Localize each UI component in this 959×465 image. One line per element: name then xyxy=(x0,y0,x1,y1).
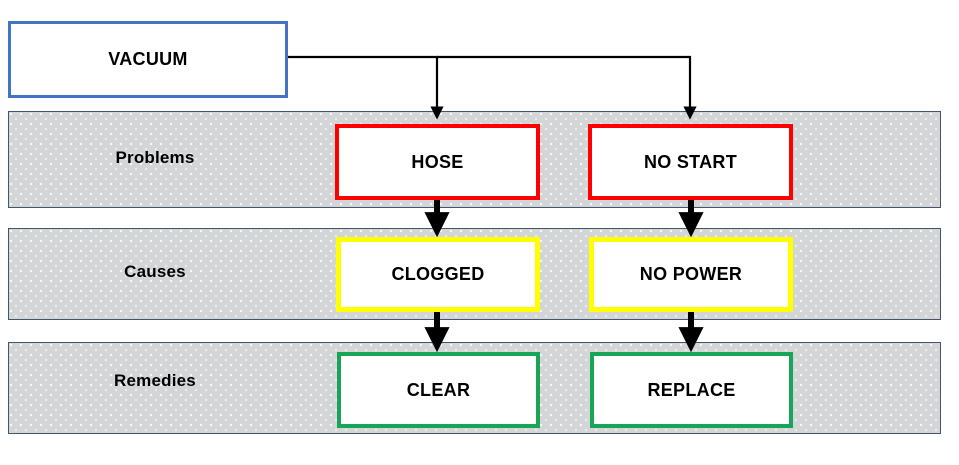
node-clogged[interactable]: CLOGGED xyxy=(336,237,540,312)
node-replace-label: REPLACE xyxy=(647,379,736,400)
node-no-start[interactable]: NO START xyxy=(588,124,793,200)
swimlane-label-causes: Causes xyxy=(124,262,186,281)
node-replace[interactable]: REPLACE xyxy=(590,352,793,428)
node-vacuum[interactable]: VACUUM xyxy=(8,21,288,98)
swimlane-label-problems: Problems xyxy=(115,148,195,167)
node-no-start-label: NO START xyxy=(643,151,738,172)
node-no-power-label: NO POWER xyxy=(639,264,743,284)
connector-vacuum-to-hose xyxy=(288,55,444,120)
connector-vacuum-to-no-start xyxy=(437,55,697,120)
node-clear-label: CLEAR xyxy=(406,379,471,400)
node-no-power[interactable]: NO POWER xyxy=(589,237,793,312)
node-hose[interactable]: HOSE xyxy=(335,124,540,200)
node-vacuum-label: VACUUM xyxy=(108,49,188,69)
node-clear[interactable]: CLEAR xyxy=(337,352,540,428)
node-clogged-label: CLOGGED xyxy=(391,264,485,284)
node-hose-label: HOSE xyxy=(411,151,464,172)
swimlane-label-remedies: Remedies xyxy=(114,371,196,390)
